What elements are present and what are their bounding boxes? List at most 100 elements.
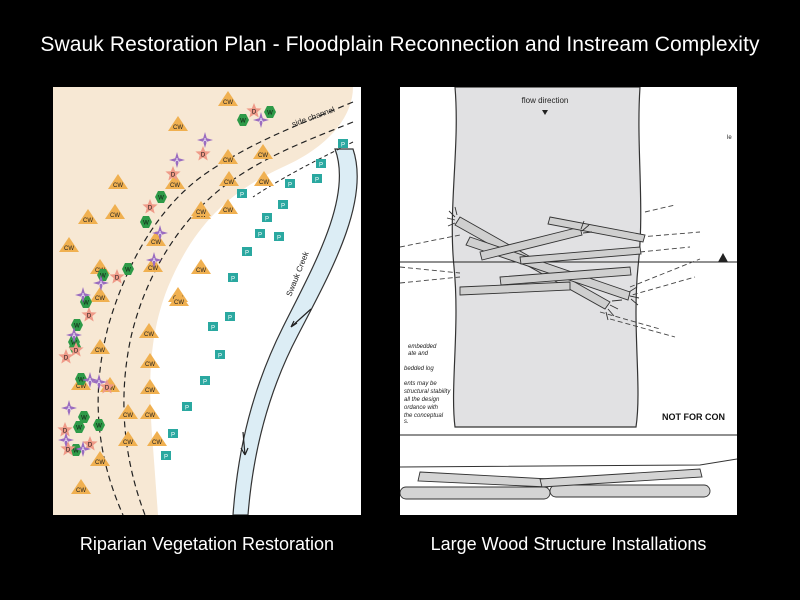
cw-marker: CW	[105, 204, 125, 219]
cw-marker: CW	[90, 451, 110, 466]
svg-text:A: A	[81, 448, 85, 454]
cw-marker: CW	[140, 353, 160, 368]
a-marker: A	[75, 441, 91, 457]
svg-text:CW: CW	[83, 218, 93, 224]
d-marker: D	[195, 146, 211, 161]
design-note-line: all the design	[404, 397, 440, 403]
svg-text:CW: CW	[196, 268, 206, 274]
svg-text:W: W	[73, 449, 79, 455]
design-note-line: embedded	[408, 344, 437, 350]
svg-text:W: W	[143, 221, 149, 227]
svg-text:CW: CW	[224, 180, 234, 186]
cw-marker: CW	[218, 199, 238, 214]
p-marker: P	[208, 322, 218, 332]
svg-text:CW: CW	[148, 266, 158, 272]
svg-text:CW: CW	[223, 208, 233, 214]
w-marker: W	[140, 216, 152, 228]
w-marker: W	[264, 106, 276, 118]
svg-text:CW: CW	[259, 180, 269, 186]
svg-text:CW: CW	[95, 296, 105, 302]
p-marker: P	[225, 312, 235, 322]
svg-text:P: P	[231, 277, 235, 283]
svg-text:CW: CW	[110, 213, 120, 219]
svg-text:A: A	[175, 159, 179, 165]
d-marker: D	[82, 436, 98, 451]
d-marker: D	[81, 307, 97, 322]
svg-text:A: A	[88, 379, 92, 385]
svg-text:CW: CW	[258, 153, 268, 159]
svg-text:W: W	[267, 111, 273, 117]
svg-text:D: D	[171, 173, 176, 179]
p-marker: P	[312, 174, 322, 184]
svg-text:D: D	[88, 443, 93, 449]
svg-text:D: D	[66, 448, 71, 454]
svg-text:W: W	[71, 341, 77, 347]
caption-large-wood: Large Wood Structure Installations	[430, 534, 707, 554]
a-marker: A	[61, 400, 77, 416]
p-marker: P	[274, 232, 284, 242]
w-marker: W	[73, 421, 85, 433]
side-channel-line-inner	[123, 121, 354, 515]
svg-text:P: P	[245, 251, 249, 257]
svg-text:CW: CW	[113, 183, 123, 189]
profile-logs	[400, 468, 711, 500]
svg-text:D: D	[105, 386, 110, 392]
svg-text:P: P	[281, 204, 285, 210]
design-note-line: ordance with	[404, 405, 439, 411]
svg-text:W: W	[158, 196, 164, 202]
a-marker: A	[75, 287, 91, 303]
svg-text:A: A	[259, 119, 263, 125]
design-note-line: s.	[404, 419, 409, 425]
p-marker: P	[161, 451, 171, 461]
wood-structure-plan: flow direction le	[400, 87, 737, 500]
design-note-line: ents may be	[404, 381, 437, 387]
edge-label: le	[727, 135, 732, 141]
d-marker: D	[58, 349, 74, 364]
d-marker: D	[60, 441, 76, 456]
slide-title: Swauk Restoration Plan - Floodplain Reco…	[40, 33, 760, 56]
svg-text:CW: CW	[223, 158, 233, 164]
cw-marker: CW	[253, 144, 273, 159]
svg-text:D: D	[63, 429, 68, 435]
p-marker: P	[182, 402, 192, 412]
svg-text:W: W	[96, 424, 102, 430]
profile-ground	[400, 458, 737, 468]
cw-marker: CW	[147, 431, 167, 446]
p-marker: P	[278, 200, 288, 210]
svg-text:D: D	[115, 276, 120, 282]
svg-text:CW: CW	[223, 100, 233, 106]
section-marker-icon	[718, 253, 728, 262]
cw-marker: CW	[140, 379, 160, 394]
svg-text:D: D	[87, 314, 92, 320]
cw-marker: CW	[219, 171, 239, 186]
w-marker: W	[237, 114, 249, 126]
svg-text:P: P	[218, 354, 222, 360]
rootwads	[446, 206, 640, 321]
svg-text:W: W	[100, 274, 106, 280]
a-marker: A	[146, 252, 162, 268]
cw-marker: CW	[191, 259, 211, 274]
svg-text:CW: CW	[152, 440, 162, 446]
caption-riparian-vegetation: Riparian Vegetation Restoration	[79, 534, 335, 554]
design-note-line: structural stability	[404, 389, 451, 395]
p-marker: P	[285, 179, 295, 189]
svg-text:P: P	[315, 178, 319, 184]
svg-text:P: P	[211, 326, 215, 332]
cw-marker: CW	[146, 231, 166, 246]
svg-text:A: A	[203, 139, 207, 145]
svg-text:P: P	[277, 236, 281, 242]
cw-marker: CW	[218, 91, 238, 106]
p-marker: P	[338, 139, 348, 149]
cw-marker: CW	[108, 174, 128, 189]
svg-text:D: D	[201, 153, 206, 159]
svg-text:D: D	[252, 110, 257, 116]
svg-text:CW: CW	[95, 460, 105, 466]
cw-marker: CW	[191, 201, 211, 216]
cw-marker: CW	[165, 174, 185, 189]
svg-text:CW: CW	[145, 362, 155, 368]
a-marker: A	[58, 432, 74, 448]
svg-text:A: A	[67, 407, 71, 413]
d-marker: D	[246, 103, 262, 118]
svg-text:CW: CW	[95, 348, 105, 354]
